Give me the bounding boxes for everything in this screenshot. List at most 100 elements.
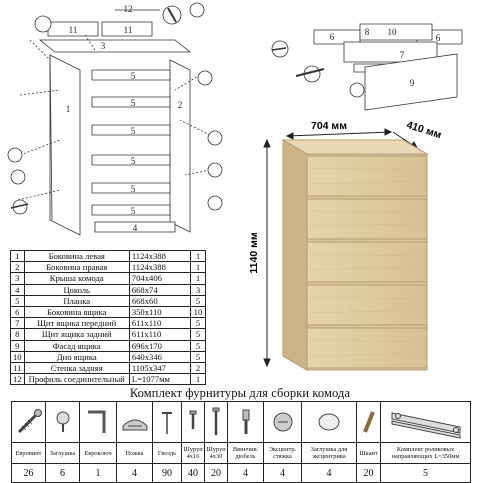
screw-4x16-icon (182, 407, 204, 437)
hardware-name: Эксцентр. стяжка (263, 442, 302, 464)
parts-cell-name: Планка (23, 294, 130, 308)
parts-cell-size: 350x110 (128, 306, 191, 319)
parts-cell-qty: 3 (189, 283, 207, 296)
hardware-picture-cell (227, 401, 264, 443)
cam-cap-icon (302, 410, 356, 434)
hardware-picture-cell (181, 401, 205, 443)
exploded-cabinet-diagram: 11 11 12 3 1 2 5 5 5 5 5 5 4 (7, 2, 223, 236)
part-label: 12 (124, 4, 133, 14)
width-dimension: 704 мм (311, 120, 347, 132)
height-dimension: 1140 мм (248, 232, 260, 273)
parts-cell-n: 7 (10, 317, 25, 330)
parts-cell-name: Щит ящика задний (23, 328, 130, 341)
cap-icon (46, 410, 79, 434)
part-label: 11 (69, 25, 78, 35)
drawer-part-label: 6 (330, 32, 335, 42)
part-label: 5 (131, 156, 136, 166)
hardware-picture-cell (45, 401, 80, 443)
parts-cell-size: 668x60 (128, 294, 191, 308)
parts-cell-qty: 5 (189, 294, 207, 308)
parts-cell-name: Фасад ящика (23, 339, 130, 352)
parts-cell-qty: 1 (189, 261, 207, 274)
parts-cell-qty: 5 (189, 339, 207, 352)
part-label: 5 (131, 126, 136, 136)
part-label: 5 (131, 184, 136, 194)
part-label: 5 (131, 71, 136, 81)
parts-cell-size: 1124x388 (128, 261, 191, 274)
parts-cell-n: 10 (10, 350, 25, 364)
parts-cell-name: Щит ящика передний (23, 317, 130, 330)
hardware-name: Евровинт (11, 442, 46, 464)
hardware-picture-cell (152, 401, 182, 443)
screw-4x30-icon (205, 406, 227, 438)
hardware-picture-cell (301, 401, 357, 443)
hardware-name: Гвоздь (152, 442, 182, 464)
hardware-name: Шкант (356, 442, 381, 464)
parts-cell-n: 2 (10, 261, 25, 274)
hardware-name: Шуруп 4x16 (181, 442, 205, 464)
hardware-name: Шуруп 4x30 (204, 442, 228, 464)
parts-cell-name: Дно ящика (23, 350, 130, 364)
parts-cell-n: 4 (10, 283, 25, 296)
part-label: 5 (131, 98, 136, 108)
parts-cell-n: 12 (10, 373, 25, 386)
hardware-name: Комплект роликовых направляющих L=350мм (380, 442, 471, 464)
nail-icon (153, 407, 181, 437)
parts-cell-name: Профиль соединительный (23, 373, 130, 386)
hardware-picture-cell (204, 401, 228, 443)
dowel-icon (357, 407, 380, 437)
part-label: 4 (133, 223, 138, 233)
hardware-title: Комплект фурнитуры для сборки комода (129, 386, 351, 400)
cam-dowel-icon (228, 407, 263, 437)
part-label: 11 (124, 25, 133, 35)
parts-cell-qty: 1 (189, 272, 207, 285)
drawer-diagram: 6 7 8 6 9 10 (271, 23, 463, 111)
parts-cell-name: Цоколь (23, 283, 130, 296)
drawer-part-label: 10 (388, 27, 398, 37)
parts-cell-size: 611x110 (128, 317, 191, 330)
parts-cell-size: L=1077мм (128, 373, 191, 386)
parts-cell-qty: 1 (189, 373, 207, 386)
part-label: 2 (178, 100, 183, 110)
parts-cell-name: Боковина правая (23, 261, 130, 274)
parts-cell-name: Боковина ящика (23, 306, 130, 319)
cam-lock-icon (264, 409, 301, 435)
part-label: 5 (131, 206, 136, 216)
parts-cell-n: 8 (10, 328, 25, 341)
drawer-part-label: 7 (400, 50, 405, 60)
parts-cell-size: 704x406 (128, 272, 191, 285)
parts-cell-n: 9 (10, 339, 25, 352)
depth-dimension: 410 мм (405, 119, 443, 142)
parts-cell-n: 1 (10, 249, 25, 263)
parts-cell-n: 3 (10, 272, 25, 285)
parts-cell-size: 668x74 (128, 283, 191, 296)
parts-cell-size: 1124x388 (128, 249, 191, 263)
hardware-name: Заглушка (45, 442, 80, 464)
parts-cell-size: 1105x347 (128, 362, 191, 375)
parts-cell-name: Стенка задняя (23, 362, 130, 375)
hardware-picture-cell (116, 401, 153, 443)
assembled-cabinet: 704 мм 410 мм 1140 мм (248, 119, 443, 371)
hex-key-icon (80, 407, 116, 437)
hardware-picture-cell (11, 401, 46, 443)
parts-cell-size: 696x170 (128, 339, 191, 352)
furniture-foot-icon (117, 410, 152, 434)
hardware-name: Ножка (116, 442, 153, 464)
hardware-picture-cell (356, 401, 381, 443)
hardware-name: Заглушка для эксцентрика (301, 442, 357, 464)
parts-cell-n: 11 (10, 362, 25, 375)
hardware-name: Ввинчив. дюбель (227, 442, 264, 464)
parts-cell-size: 640x346 (128, 350, 191, 364)
parts-cell-qty: 5 (189, 317, 207, 330)
